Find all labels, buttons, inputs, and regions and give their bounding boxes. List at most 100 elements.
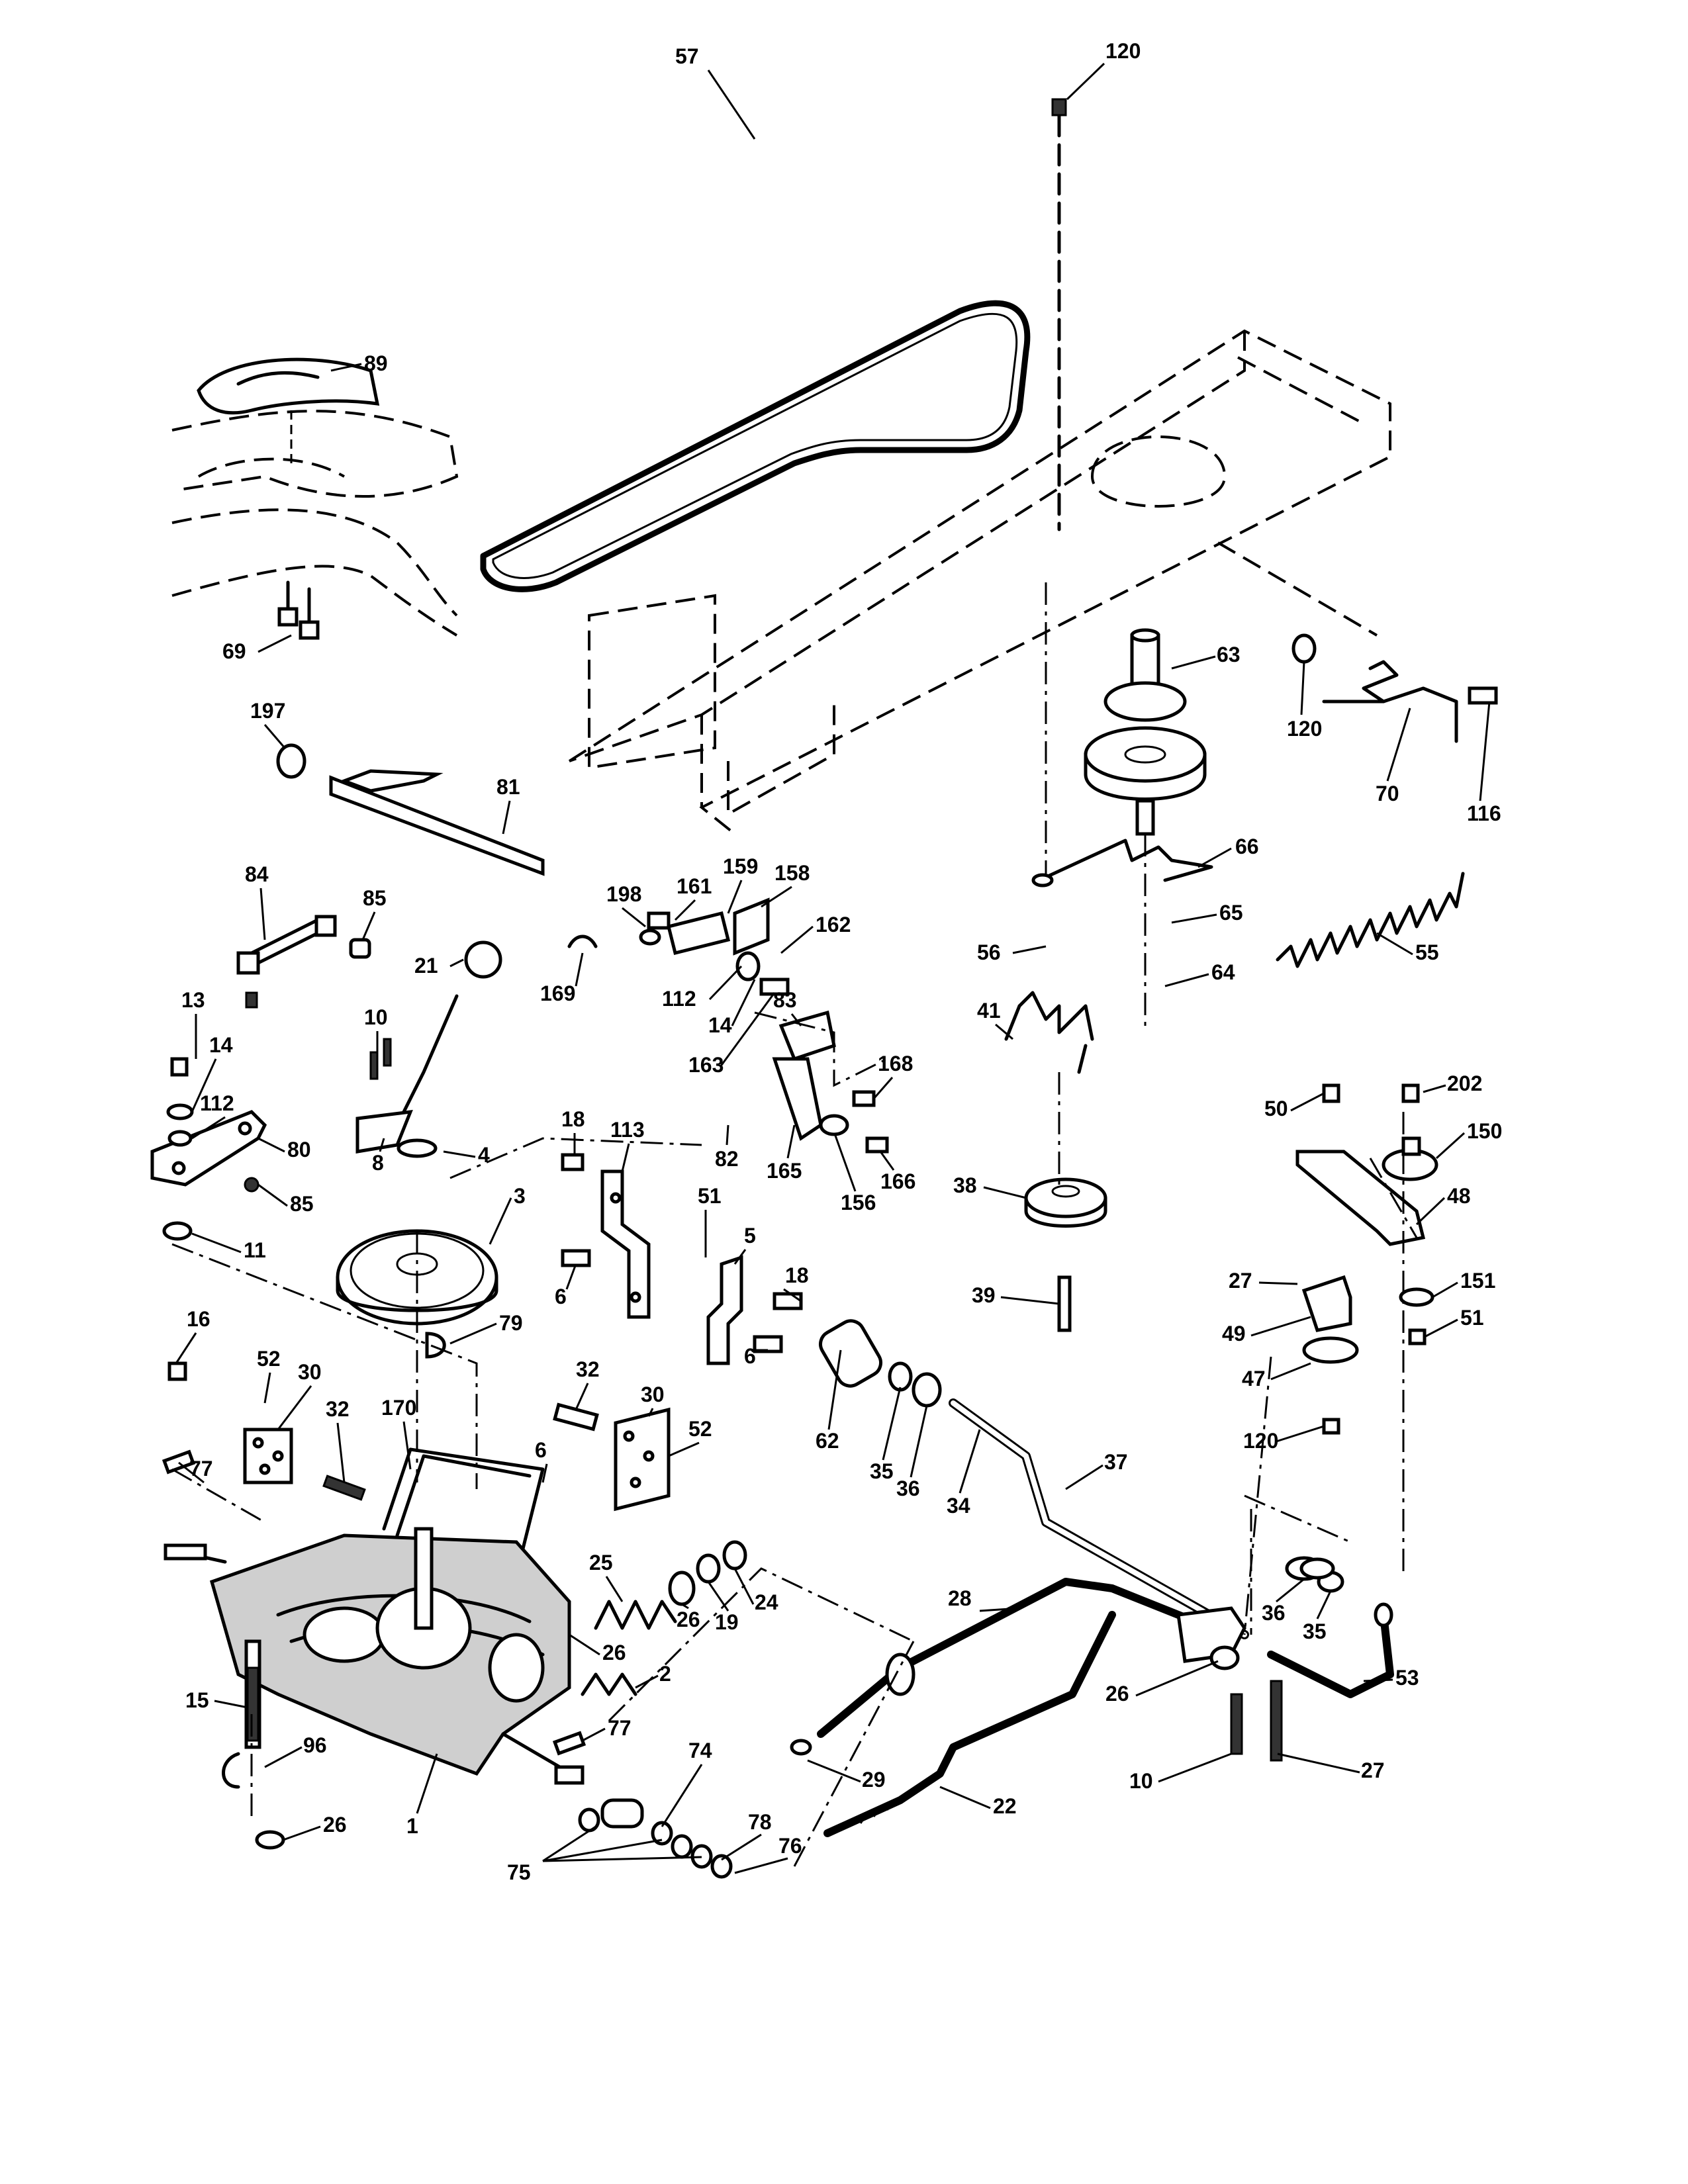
label-65: 65 bbox=[1219, 901, 1243, 925]
label-26: 26 bbox=[323, 1813, 347, 1837]
label-1: 1 bbox=[406, 1814, 418, 1838]
label-116: 116 bbox=[1467, 801, 1501, 825]
label-26: 26 bbox=[677, 1608, 700, 1631]
rod-22 bbox=[823, 1611, 1116, 1837]
label-169: 169 bbox=[540, 981, 575, 1005]
label-19: 19 bbox=[715, 1610, 739, 1634]
rod-81 bbox=[276, 743, 545, 876]
washers-35-36 bbox=[1299, 1557, 1335, 1580]
label-162: 162 bbox=[816, 913, 851, 936]
label-159: 159 bbox=[723, 854, 758, 878]
label-36: 36 bbox=[1262, 1601, 1286, 1625]
callout-labels: 120 57 89 69 197 81 63 120 70 116 84 85 … bbox=[181, 39, 1502, 1884]
label-63: 63 bbox=[1217, 643, 1241, 666]
body-outline bbox=[171, 410, 459, 637]
label-156: 156 bbox=[841, 1191, 876, 1214]
label-120: 120 bbox=[1287, 717, 1322, 741]
rod-28 bbox=[790, 1578, 1215, 1756]
label-leaders bbox=[175, 62, 1491, 1874]
label-18: 18 bbox=[785, 1263, 809, 1287]
label-24: 24 bbox=[755, 1590, 778, 1614]
drive-belt bbox=[480, 300, 1031, 592]
label-30: 30 bbox=[298, 1360, 322, 1384]
label-5: 5 bbox=[744, 1224, 756, 1248]
label-170: 170 bbox=[381, 1396, 416, 1420]
label-13: 13 bbox=[181, 988, 205, 1012]
construction-lines bbox=[171, 582, 1418, 1867]
label-70: 70 bbox=[1376, 782, 1399, 805]
shift-plate bbox=[197, 357, 380, 463]
label-18: 18 bbox=[561, 1107, 585, 1131]
bracket-48 bbox=[1295, 1083, 1438, 1345]
label-82: 82 bbox=[715, 1147, 739, 1171]
label-83: 83 bbox=[773, 988, 797, 1012]
label-158: 158 bbox=[774, 861, 810, 885]
label-6: 6 bbox=[535, 1438, 547, 1462]
label-52: 52 bbox=[257, 1347, 281, 1371]
label-14: 14 bbox=[209, 1033, 233, 1057]
idler-arm-66 bbox=[1031, 839, 1213, 887]
label-15: 15 bbox=[185, 1688, 209, 1712]
plate-30-right bbox=[553, 1402, 671, 1512]
label-10: 10 bbox=[1129, 1769, 1153, 1793]
spring-25 bbox=[581, 1540, 747, 1696]
label-35: 35 bbox=[1303, 1619, 1327, 1643]
label-36: 36 bbox=[896, 1477, 920, 1500]
label-6: 6 bbox=[744, 1344, 756, 1368]
label-48: 48 bbox=[1447, 1184, 1471, 1208]
label-168: 168 bbox=[878, 1052, 913, 1075]
label-4: 4 bbox=[478, 1143, 490, 1167]
rod-53 bbox=[1267, 1602, 1394, 1698]
label-66: 66 bbox=[1235, 835, 1259, 858]
left-small-parts bbox=[167, 1361, 285, 1850]
bracket-170 bbox=[382, 1447, 545, 1551]
bracket-49 bbox=[1301, 1275, 1359, 1435]
label-41: 41 bbox=[977, 999, 1001, 1023]
transaxle bbox=[164, 1527, 585, 1785]
label-77: 77 bbox=[189, 1457, 213, 1480]
label-47: 47 bbox=[1242, 1367, 1266, 1390]
label-52: 52 bbox=[688, 1417, 712, 1441]
label-29: 29 bbox=[862, 1768, 886, 1792]
plate-30-left bbox=[243, 1428, 366, 1501]
label-8: 8 bbox=[372, 1151, 384, 1175]
label-51: 51 bbox=[698, 1184, 722, 1208]
label-150: 150 bbox=[1467, 1119, 1502, 1143]
label-112: 112 bbox=[200, 1091, 234, 1115]
label-77: 77 bbox=[608, 1716, 632, 1740]
label-57: 57 bbox=[675, 44, 699, 68]
label-22: 22 bbox=[993, 1794, 1017, 1818]
label-96: 96 bbox=[303, 1733, 327, 1757]
label-55: 55 bbox=[1415, 940, 1439, 964]
label-10: 10 bbox=[364, 1005, 388, 1029]
bracket-41 bbox=[1004, 991, 1094, 1074]
label-11: 11 bbox=[244, 1238, 266, 1262]
label-3: 3 bbox=[514, 1184, 526, 1208]
label-89: 89 bbox=[364, 351, 388, 375]
label-151: 151 bbox=[1460, 1269, 1495, 1293]
chassis-frame bbox=[568, 329, 1391, 835]
label-27: 27 bbox=[1361, 1758, 1385, 1782]
label-75: 75 bbox=[507, 1860, 531, 1884]
label-69: 69 bbox=[222, 639, 246, 663]
label-56: 56 bbox=[977, 940, 1001, 964]
label-161: 161 bbox=[677, 874, 712, 898]
label-197: 197 bbox=[250, 699, 285, 723]
label-198: 198 bbox=[606, 882, 641, 906]
label-62: 62 bbox=[816, 1429, 839, 1453]
label-39: 39 bbox=[972, 1283, 996, 1307]
label-35: 35 bbox=[870, 1459, 894, 1483]
label-2: 2 bbox=[659, 1662, 671, 1686]
label-112: 112 bbox=[662, 987, 696, 1011]
label-30: 30 bbox=[641, 1383, 665, 1406]
label-79: 79 bbox=[499, 1311, 523, 1335]
label-6: 6 bbox=[555, 1285, 567, 1308]
label-34: 34 bbox=[947, 1494, 970, 1518]
label-81: 81 bbox=[496, 775, 520, 799]
label-85: 85 bbox=[290, 1192, 314, 1216]
label-163: 163 bbox=[688, 1053, 724, 1077]
label-64: 64 bbox=[1211, 960, 1235, 984]
label-202: 202 bbox=[1447, 1071, 1482, 1095]
label-14: 14 bbox=[708, 1013, 732, 1037]
